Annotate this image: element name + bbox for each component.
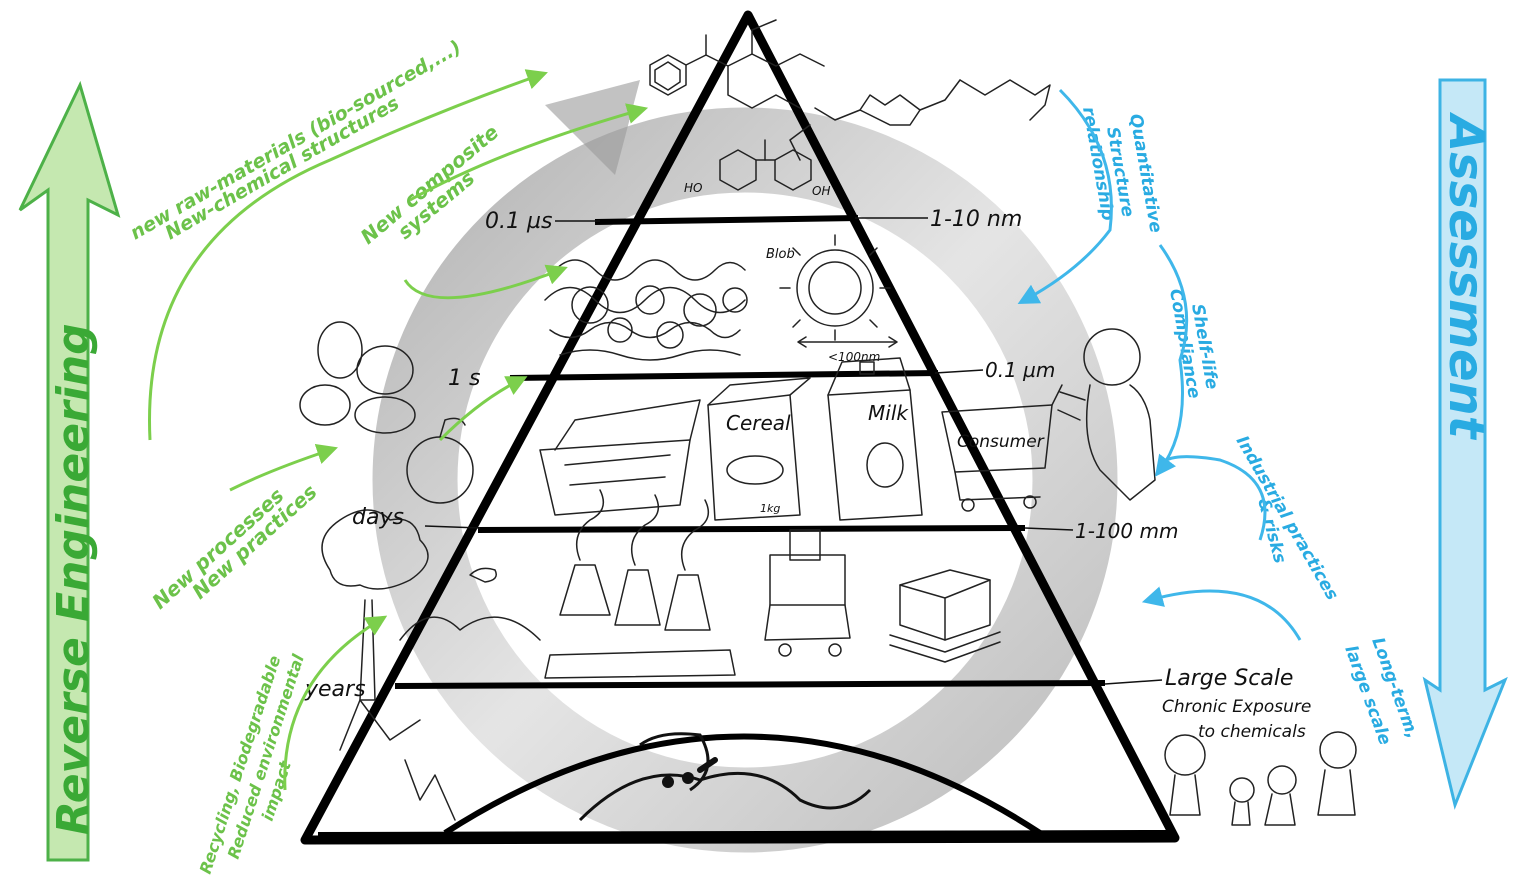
time-scale-label: days [352,505,404,530]
length-scale-label: 1-100 mm [1075,519,1178,543]
apple-sketch [406,417,474,504]
industrial-practices-note: Industrial practices [1232,433,1342,604]
reverse-engineering-axis: Reverse Engineering [18,80,121,862]
food-tray-sketch [539,399,701,516]
milk-carton-sketch [827,357,923,521]
polymer-blob-sketch [544,259,748,361]
time-scale-label: 0.1 µs [485,209,552,234]
child-sketch [1057,328,1156,501]
assessment-label: Assessment [1438,111,1494,441]
cereal-box-sketch [707,377,811,521]
blob-label: Blob [766,247,795,262]
length-scale-label: 1-10 nm [930,207,1022,232]
milk-label: Milk [868,401,909,425]
time-scale-label: 1 s [448,366,480,391]
pallet-boxes-sketch [889,569,1001,663]
shopping-cart-sketch [941,384,1063,512]
earth-sketch [443,732,1042,836]
chronic-exposure-label: Chronic Exposure [1162,697,1311,717]
green-arrows [148,69,649,791]
factory-sketch [544,489,736,679]
large-scale-label: Large Scale [1165,666,1293,691]
cycle-arrow [372,80,1118,853]
scale-labels: 0.1 µs 1-10 nm 1 s 0.1 µm days 1-100 mm … [304,207,1311,742]
consumer-label: Consumer [957,432,1045,452]
landscape-tree-sketch [321,509,541,701]
assessment-axis: Assessment [1422,78,1508,810]
blue-notes: Quantitative Structure relationship Shel… [1078,105,1422,747]
cliff-river-sketch [339,699,456,821]
length-scale-label: 0.1 µm [985,358,1055,382]
potatoes-sketch [299,321,416,434]
chemicals-label: to chemicals [1198,722,1306,742]
reverse-engineering-label: Reverse Engineering [48,323,99,835]
cereal-weight-label: 1kg [760,502,780,515]
processes-note: New processes [147,483,288,614]
oh-label: OH [812,184,830,198]
nanoparticle-sketch [779,234,898,348]
family-sketch [1164,731,1357,826]
blue-arrows [1017,88,1302,641]
extruder-machine-sketch [764,529,851,657]
molecules-sketch [649,19,1051,191]
ho-label: HO [684,181,702,195]
cereal-label: Cereal [726,411,791,435]
